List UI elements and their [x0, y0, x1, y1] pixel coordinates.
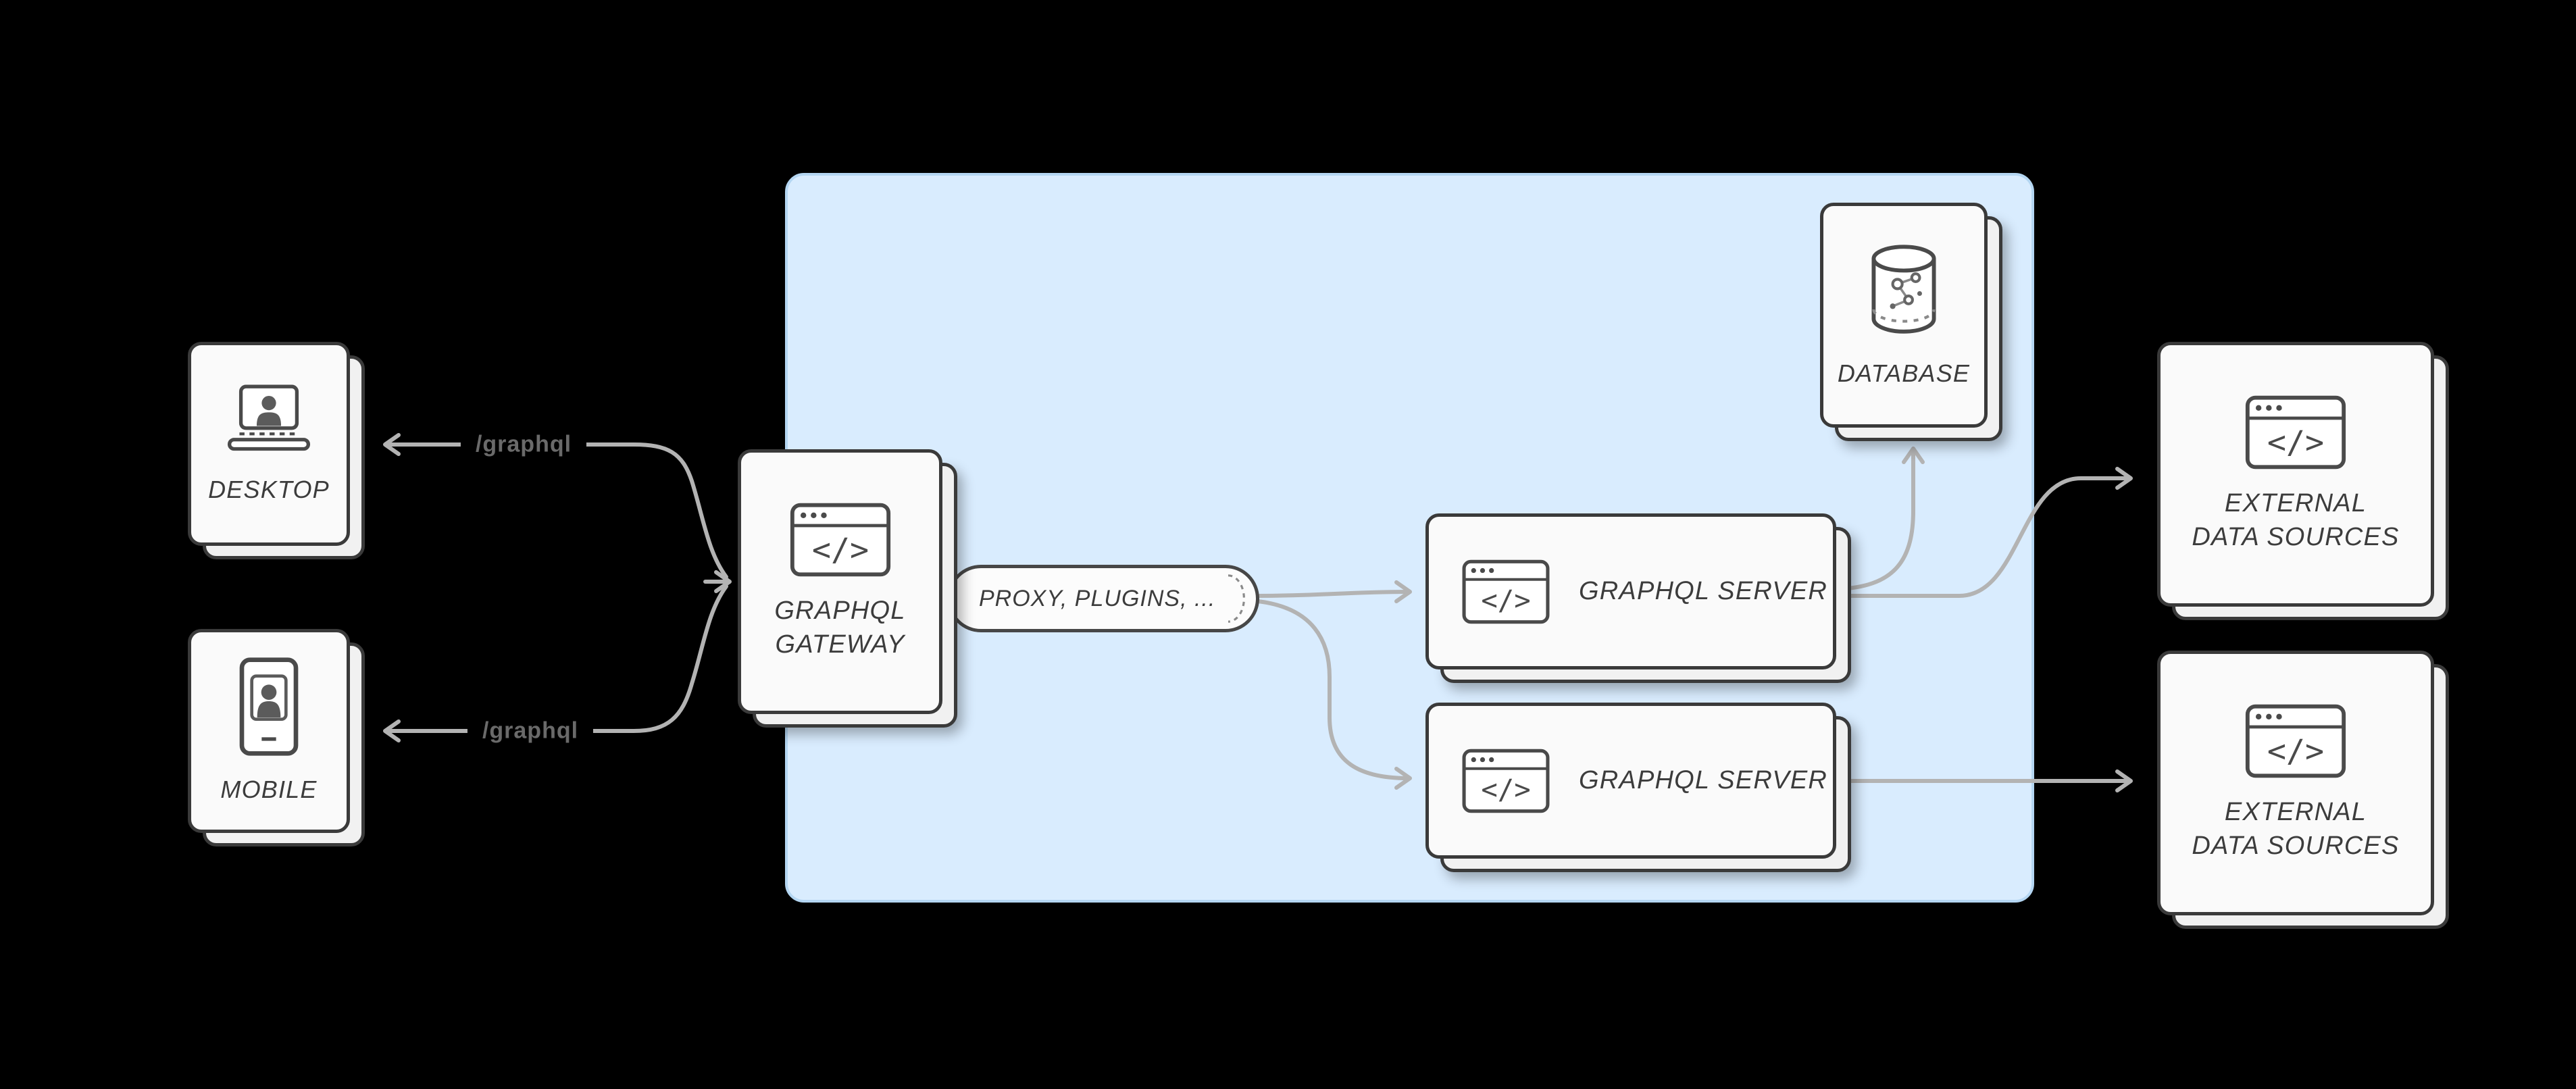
proxy-pipeline-label: PROXY, PLUGINS, ... — [979, 585, 1216, 611]
edge-server-database — [1837, 447, 1925, 591]
pipeline-cylinder-cap — [1228, 574, 1245, 623]
edge-gateway-desktop — [383, 433, 728, 579]
database-card: DATABASE — [1820, 203, 2002, 441]
smartphone-user-icon — [239, 657, 299, 756]
gateway-label-line1: GRAPHQL — [774, 596, 906, 625]
server-bottom-label: GRAPHQL SERVER — [1579, 766, 1828, 795]
graphql-gateway-card: </> GRAPHQL GATEWAY — [738, 449, 957, 728]
code-window-icon: </> — [1462, 559, 1550, 624]
svg-text:</>: </> — [2267, 733, 2324, 769]
code-window-icon: </> — [2245, 704, 2346, 778]
graphql-server-bottom-card: </> GRAPHQL SERVER — [1425, 703, 1851, 872]
mobile-label: MOBILE — [220, 776, 318, 804]
edge-pipeline-server-bottom — [1256, 599, 1412, 790]
external-sources-bottom-card: </> EXTERNAL DATA SOURCES — [2157, 651, 2449, 929]
edge-pipeline-server-top — [1256, 580, 1412, 604]
code-window-icon: </> — [2245, 395, 2346, 470]
graphql-server-top-card: </> GRAPHQL SERVER — [1425, 513, 1851, 683]
proxy-pipeline: PROXY, PLUGINS, ... — [947, 565, 1259, 632]
desktop-route-label: /graphql — [460, 427, 587, 462]
svg-text:</>: </> — [1481, 773, 1530, 805]
svg-text:</>: </> — [2267, 424, 2324, 461]
external-bottom-label-line1: EXTERNAL — [2224, 797, 2367, 826]
external-bottom-label-line2: DATA SOURCES — [2192, 832, 2400, 860]
svg-text:</>: </> — [811, 532, 868, 568]
mobile-client-card: MOBILE — [188, 629, 365, 846]
gateway-label-line2: GATEWAY — [775, 630, 905, 659]
code-window-icon: </> — [790, 503, 890, 577]
database-graph-icon — [1871, 245, 1936, 334]
mobile-route-label: /graphql — [467, 713, 594, 749]
svg-text:</>: </> — [1481, 584, 1530, 616]
code-window-icon: </> — [1462, 749, 1550, 813]
edge-gateway-mobile — [383, 584, 728, 742]
desktop-client-card: DESKTOP — [188, 342, 365, 559]
external-top-label-line1: EXTERNAL — [2224, 488, 2367, 517]
laptop-user-icon — [227, 384, 311, 451]
edge-server-external-top — [1837, 467, 2133, 598]
desktop-label: DESKTOP — [208, 476, 330, 504]
external-top-label-line2: DATA SOURCES — [2192, 523, 2400, 551]
database-label: DATABASE — [1837, 359, 1971, 387]
external-sources-top-card: </> EXTERNAL DATA SOURCES — [2157, 342, 2449, 620]
server-top-label: GRAPHQL SERVER — [1579, 577, 1828, 606]
